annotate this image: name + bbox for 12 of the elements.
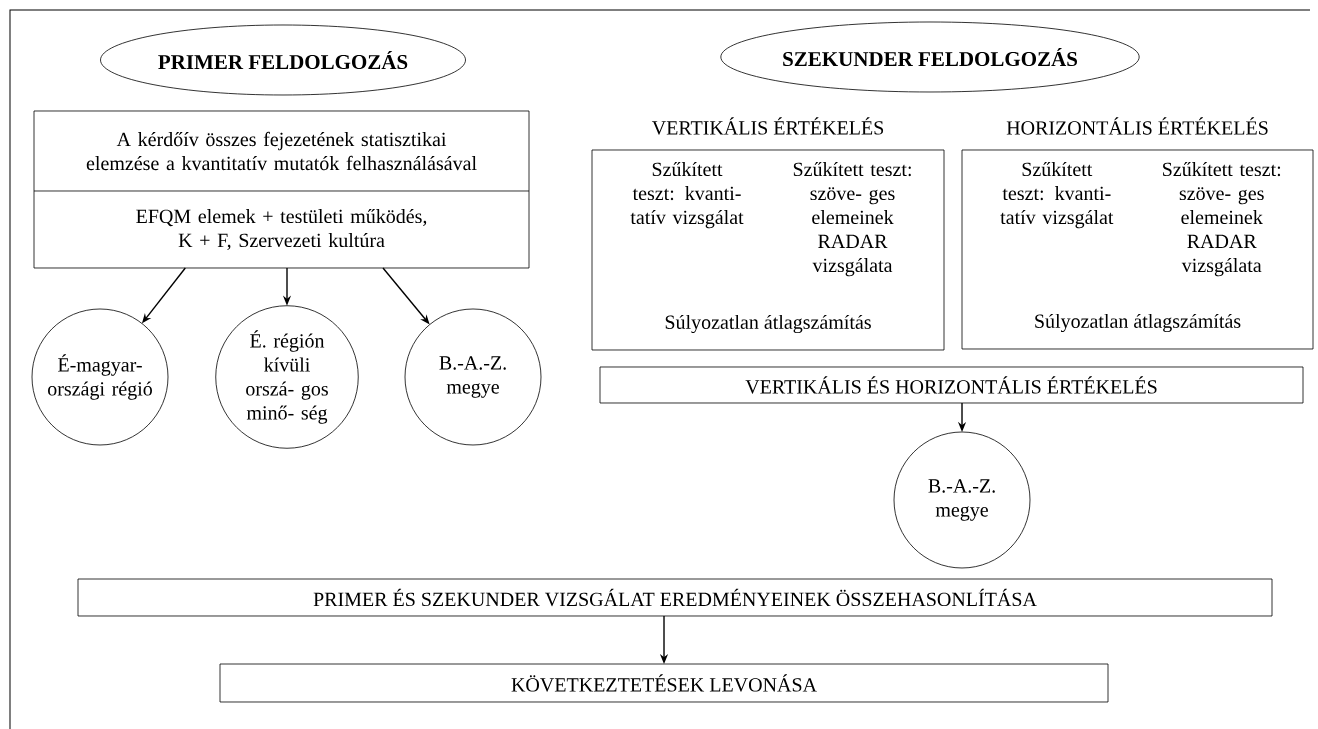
process-box: KÖVETKEZTETÉSEK LEVONÁSA [219, 663, 1109, 703]
column-text: Szűkített teszt: kvanti- tatív vizsgálat [630, 162, 744, 229]
footer-text: Súlyozatlan átlagszámítás [665, 314, 871, 334]
process-box: PRIMER ÉS SZEKUNDER VIZSGÁLAT EREDMÉNYEINEK ÖSSZEHASONLÍTÁSA [77, 578, 1273, 617]
column-text: Szűkített teszt: szöve- ges elemeinek RADAR vizsgálata [1163, 162, 1281, 277]
column-text: Szűkített teszt: kvanti- tatív vizsgálat [1000, 162, 1114, 229]
process-box: VERTIKÁLIS ÉS HORIZONTÁLIS ÉRTÉKELÉS [599, 366, 1304, 404]
split-box: A kérdőív összes fejezetének statisztikai elemzése a kvantitatív mutatók felhasználásával EFQM elemek + testületi működés, K + F, Szervezeti kultúra [33, 110, 530, 269]
footer-text: Súlyozatlan átlagszámítás [1035, 313, 1241, 333]
column-text: Szűkített teszt: szöve- ges elemeinek RADAR vizsgálata [793, 162, 911, 277]
panel-heading: VERTIKÁLIS ÉRTÉKELÉS [651, 117, 884, 135]
panel-heading: HORIZONTÁLIS ÉRTÉKELÉS [1006, 117, 1268, 135]
